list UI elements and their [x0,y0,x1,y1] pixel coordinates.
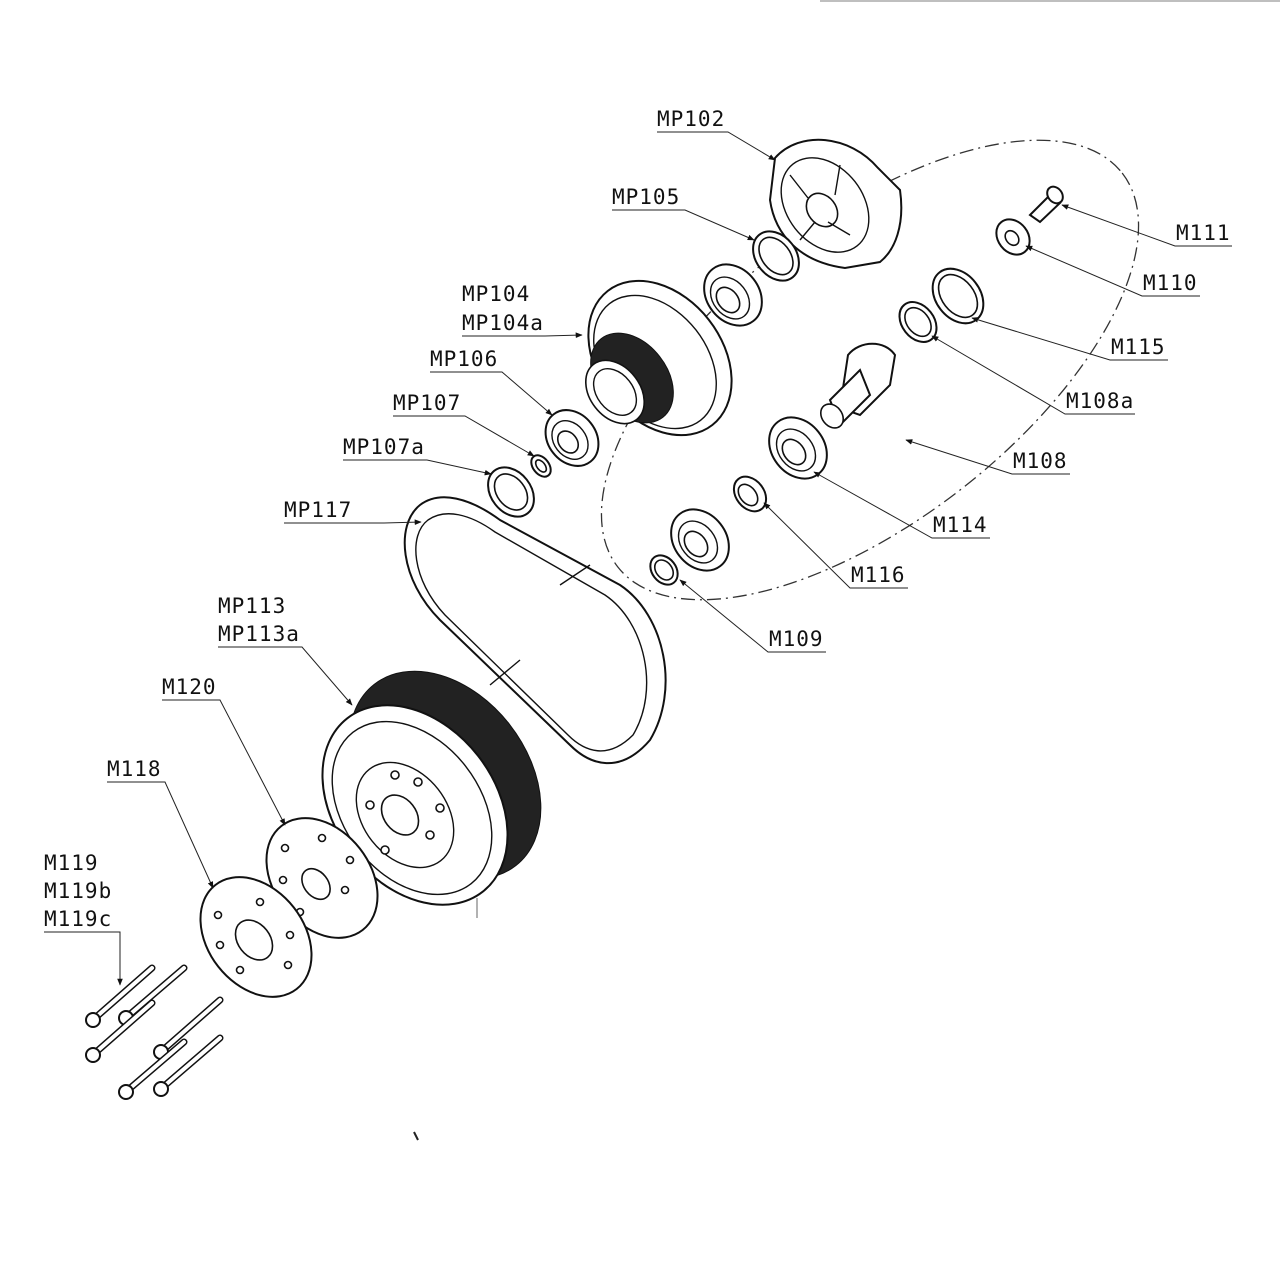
part-mp107-ring [530,454,552,478]
label-m119: M119 [44,851,99,875]
label-m108: M108 [1013,449,1068,473]
part-mp107a-washer [487,466,535,518]
part-mp106-bearing [544,409,600,467]
part-mp113-pulley [321,670,542,906]
part-m118-plate [199,876,313,998]
label-m115: M115 [1111,335,1166,359]
part-m111-bolt [1028,185,1064,224]
label-mp107a: MP107a [343,435,425,459]
label-mp107: MP107 [393,391,461,415]
part-mp104-drum [585,279,733,437]
label-m116: M116 [851,563,906,587]
part-mp105-snap-ring [752,230,800,282]
label-m108a: M108a [1066,389,1134,413]
label-m120: M120 [162,675,217,699]
label-m110: M110 [1143,271,1198,295]
label-mp117: MP117 [284,498,352,522]
part-m114-bearing [768,416,828,480]
label-m118: M118 [107,757,162,781]
part-m108-shaft [819,342,897,429]
label-mp104: MP104 [462,282,530,306]
part-labels: MP102 MP105 MP104 MP104a MP106 MP107 MP1… [44,107,1231,931]
label-mp113: MP113 [218,594,286,618]
part-m119-bolts [85,964,224,1100]
part-bearing-upper [703,263,763,327]
part-m116-spacer [732,475,768,513]
part-m108a-washer [898,301,938,343]
label-mp106: MP106 [430,347,498,371]
label-m111: M111 [1176,221,1231,245]
label-m109: M109 [769,627,824,651]
label-m119c: M119c [44,907,112,931]
part-mp117-belt [403,496,667,765]
part-m109-bearing [670,508,730,572]
label-m119b: M119b [44,879,112,903]
label-mp113a: MP113a [218,622,300,646]
part-mp102-clutch [768,138,903,270]
leader-lines [44,131,1232,986]
label-mp104a: MP104a [462,311,544,335]
label-mp105: MP105 [612,185,680,209]
part-m115-circlip [931,267,985,325]
part-m109-circlip [649,554,679,586]
assembly-group-outline [600,139,1140,601]
part-m110-bearing [995,218,1031,256]
label-mp102: MP102 [657,107,725,131]
label-m114: M114 [933,513,988,537]
